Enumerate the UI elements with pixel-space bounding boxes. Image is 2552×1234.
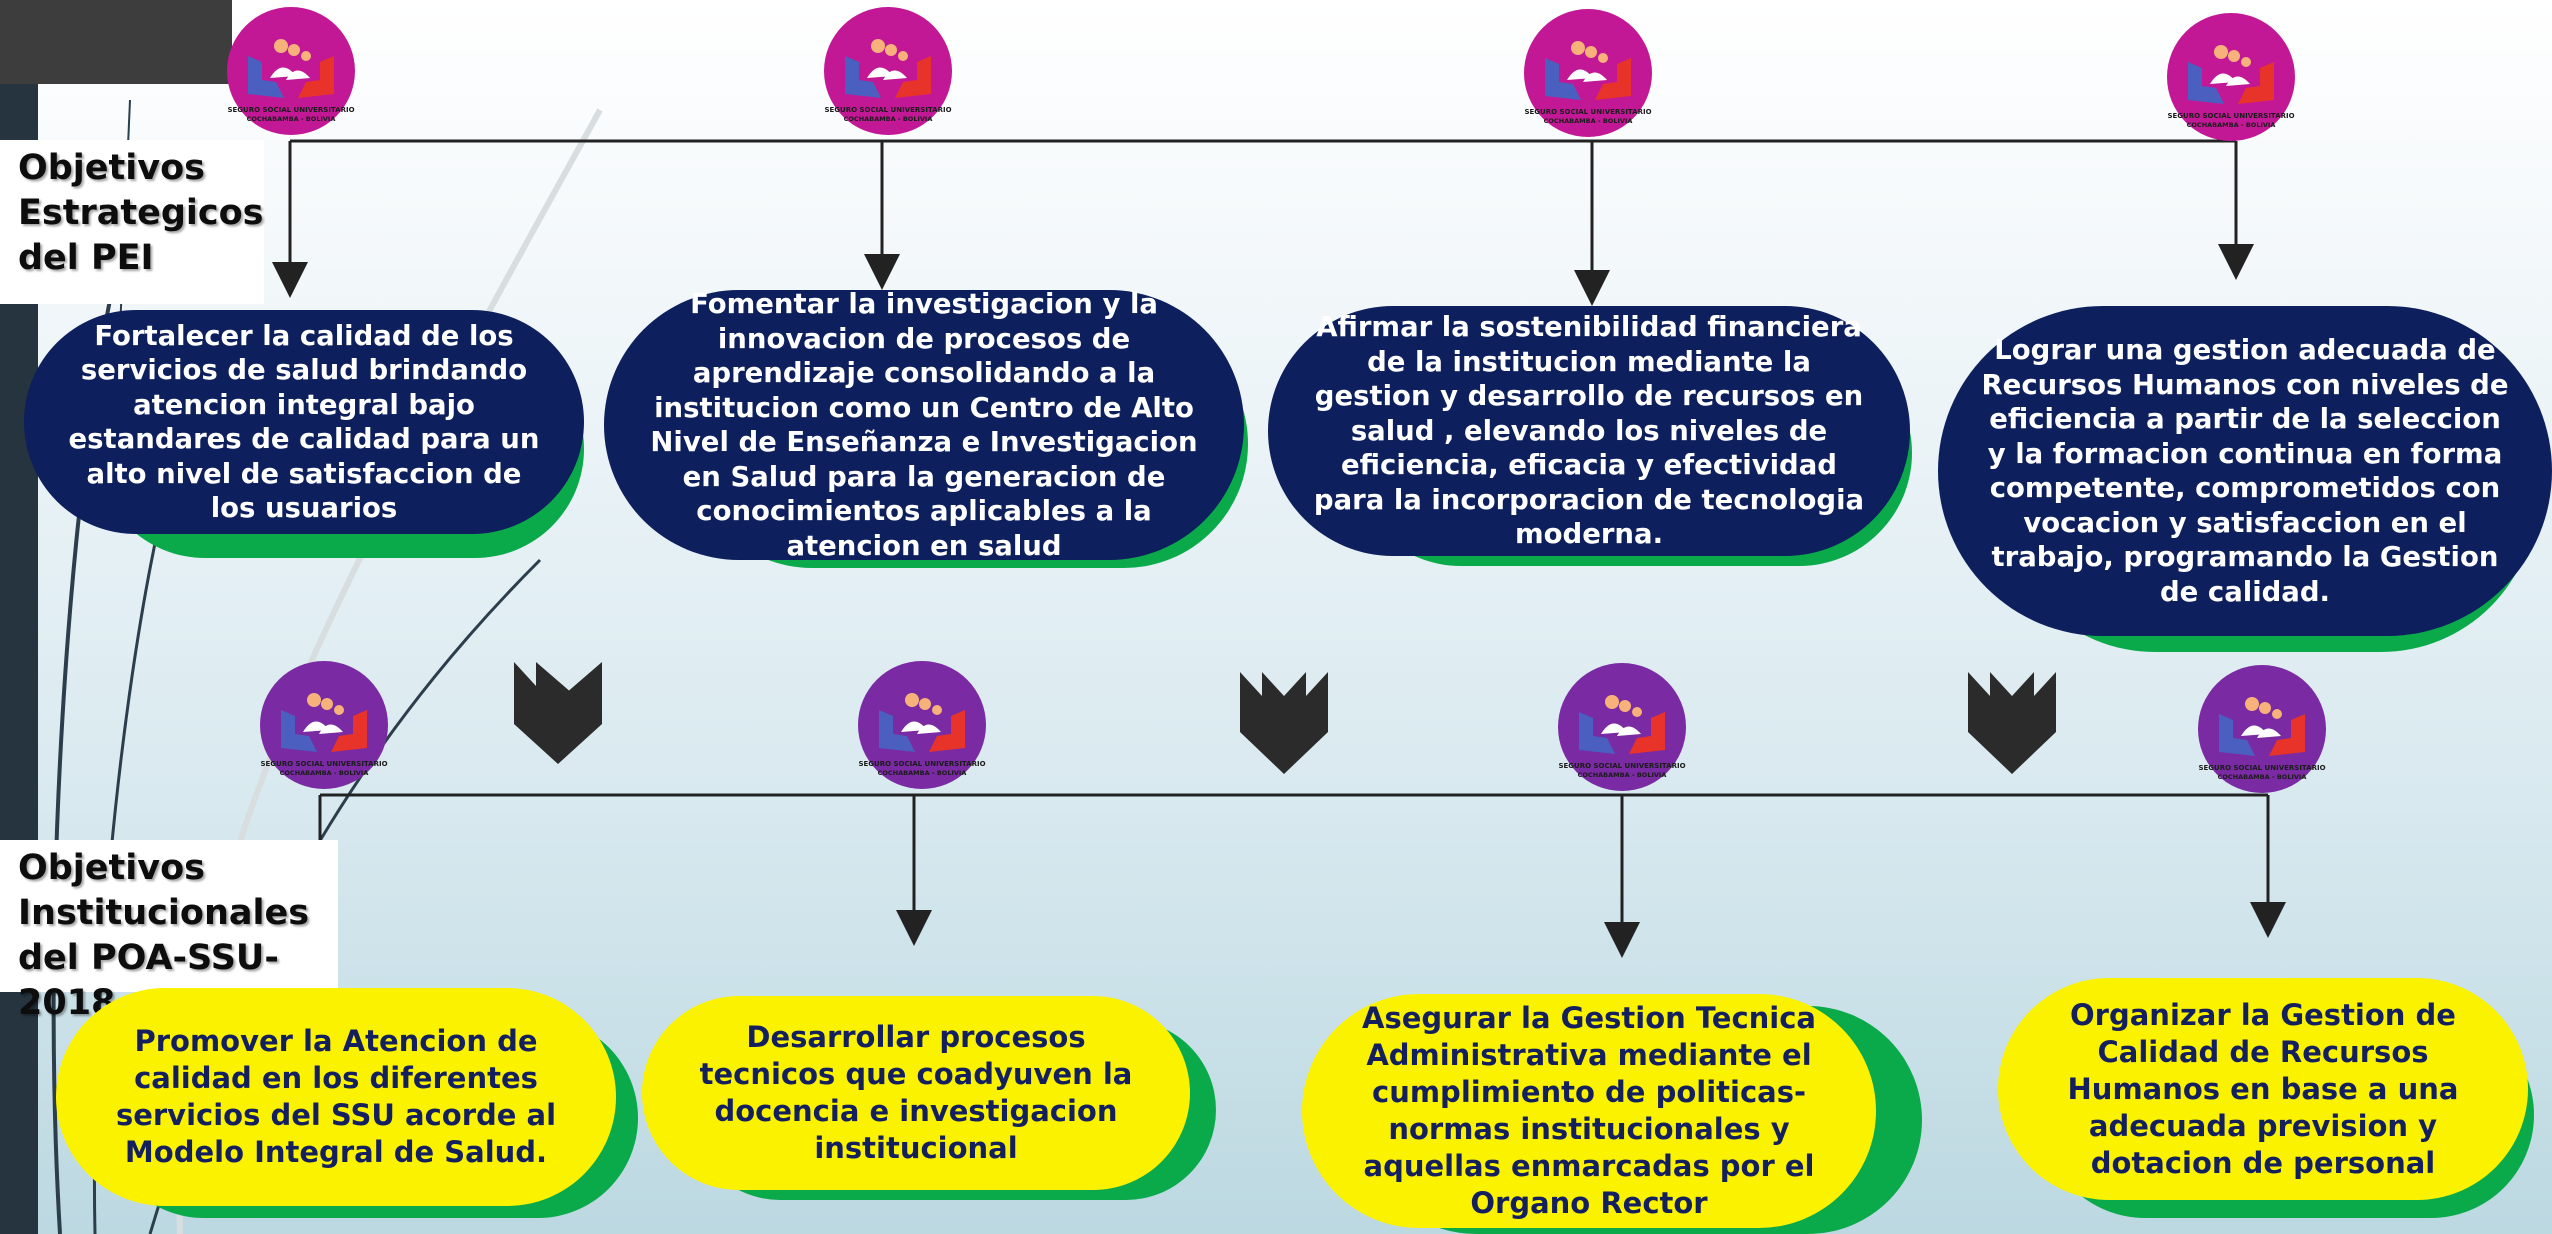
svg-text:SEGURO SOCIAL UNIVERSITARIO: SEGURO SOCIAL UNIVERSITARIO: [227, 106, 354, 114]
strategic-objective-3-text: Afirmar la sostenibilidad financiera de …: [1313, 311, 1865, 551]
ssu-logo-icon: SEGURO SOCIAL UNIVERSITARIO COCHABAMBA -…: [1558, 663, 1686, 791]
institutional-objective-1-text: Promover la Atencion de calidad en los d…: [115, 1024, 557, 1169]
ssu-logo-icon: SEGURO SOCIAL UNIVERSITARIO COCHABAMBA -…: [260, 661, 388, 789]
ssu-logo-icon: SEGURO SOCIAL UNIVERSITARIO COCHABAMBA -…: [824, 7, 952, 135]
svg-text:SEGURO SOCIAL UNIVERSITARIO: SEGURO SOCIAL UNIVERSITARIO: [260, 760, 387, 768]
chevron-down-arrow-1: [514, 662, 602, 764]
svg-text:SEGURO SOCIAL UNIVERSITARIO: SEGURO SOCIAL UNIVERSITARIO: [1524, 108, 1651, 116]
institutional-objective-2: Desarrollar procesos tecnicos que coadyu…: [642, 996, 1190, 1190]
institutional-objective-4-text: Organizar la Gestion de Calidad de Recur…: [2067, 997, 2459, 1180]
svg-text:COCHABAMBA - BOLIVIA: COCHABAMBA - BOLIVIA: [1544, 117, 1633, 125]
ssu-logo-icon: SEGURO SOCIAL UNIVERSITARIO COCHABAMBA -…: [2167, 13, 2295, 141]
svg-text:SEGURO SOCIAL UNIVERSITARIO: SEGURO SOCIAL UNIVERSITARIO: [824, 106, 951, 114]
section-label-institutional: Objetivos Institucionales del POA-SSU-20…: [0, 840, 338, 1023]
section-label-strategic: Objetivos Estrategicos del PEI: [0, 140, 264, 304]
strategic-objective-2-text: Fomentar la investigacion y la innovacio…: [650, 288, 1198, 562]
institutional-objective-2-text: Desarrollar procesos tecnicos que coadyu…: [699, 1020, 1133, 1165]
strategic-objective-1-text: Fortalecer la calidad de los servicios d…: [68, 319, 540, 525]
ssu-logo-icon: SEGURO SOCIAL UNIVERSITARIO COCHABAMBA -…: [2198, 665, 2326, 793]
institutional-objective-4: Organizar la Gestion de Calidad de Recur…: [1998, 978, 2528, 1200]
svg-text:COCHABAMBA - BOLIVIA: COCHABAMBA - BOLIVIA: [247, 115, 336, 123]
svg-text:COCHABAMBA - BOLIVIA: COCHABAMBA - BOLIVIA: [280, 769, 369, 777]
ssu-logo-icon: SEGURO SOCIAL UNIVERSITARIO COCHABAMBA -…: [227, 7, 355, 135]
ssu-logo-icon: SEGURO SOCIAL UNIVERSITARIO COCHABAMBA -…: [1524, 9, 1652, 137]
svg-text:COCHABAMBA - BOLIVIA: COCHABAMBA - BOLIVIA: [2187, 121, 2276, 129]
svg-text:SEGURO SOCIAL UNIVERSITARIO: SEGURO SOCIAL UNIVERSITARIO: [858, 760, 985, 768]
ssu-logo-icon: SEGURO SOCIAL UNIVERSITARIO COCHABAMBA -…: [858, 661, 986, 789]
strategic-objective-2: Fomentar la investigacion y la innovacio…: [604, 288, 1244, 562]
institutional-objective-1: Promover la Atencion de calidad en los d…: [56, 988, 616, 1206]
svg-text:SEGURO SOCIAL UNIVERSITARIO: SEGURO SOCIAL UNIVERSITARIO: [2167, 112, 2294, 120]
strategic-objective-1: Fortalecer la calidad de los servicios d…: [24, 310, 584, 534]
svg-text:COCHABAMBA - BOLIVIA: COCHABAMBA - BOLIVIA: [844, 115, 933, 123]
svg-text:COCHABAMBA - BOLIVIA: COCHABAMBA - BOLIVIA: [2218, 773, 2307, 781]
svg-text:SEGURO SOCIAL UNIVERSITARIO: SEGURO SOCIAL UNIVERSITARIO: [1558, 762, 1685, 770]
chevron-down-arrow-2: [1240, 672, 1328, 774]
strategic-objective-3: Afirmar la sostenibilidad financiera de …: [1268, 306, 1910, 556]
svg-text:COCHABAMBA - BOLIVIA: COCHABAMBA - BOLIVIA: [878, 769, 967, 777]
strategic-label-text: Objetivos Estrategicos del PEI: [18, 148, 264, 278]
top-dark-bar: [0, 0, 232, 84]
svg-text:SEGURO SOCIAL UNIVERSITARIO: SEGURO SOCIAL UNIVERSITARIO: [2198, 764, 2325, 772]
strategic-objective-4-text: Lograr una gestion adecuada de Recursos …: [1981, 334, 2509, 608]
strategic-objective-4: Lograr una gestion adecuada de Recursos …: [1938, 306, 2552, 636]
institutional-objective-3-text: Asegurar la Gestion Tecnica Administrati…: [1362, 1001, 1816, 1220]
institutional-objective-3: Asegurar la Gestion Tecnica Administrati…: [1302, 994, 1876, 1228]
svg-text:COCHABAMBA - BOLIVIA: COCHABAMBA - BOLIVIA: [1578, 771, 1667, 779]
chevron-down-arrow-3: [1968, 672, 2056, 774]
